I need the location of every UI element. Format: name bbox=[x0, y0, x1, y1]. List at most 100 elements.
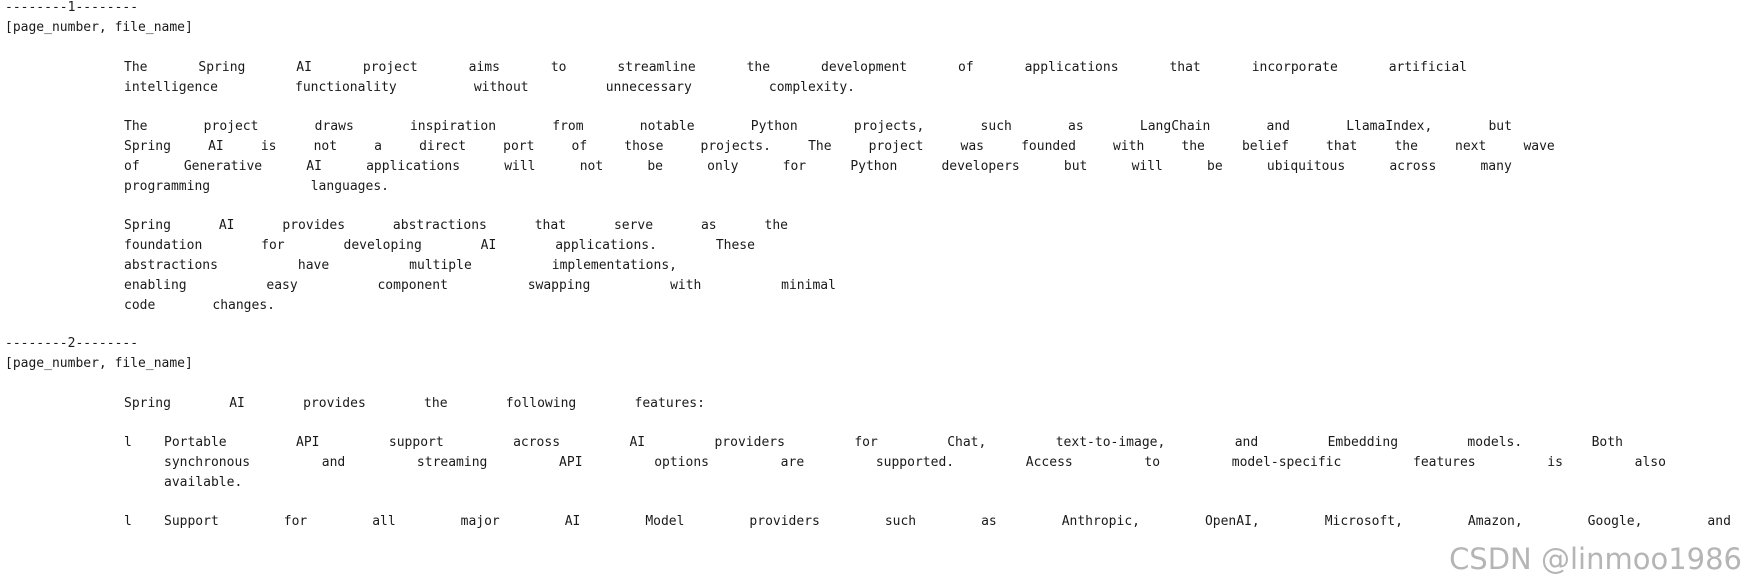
word: Microsoft, bbox=[1324, 514, 1403, 529]
word: Spring bbox=[124, 218, 171, 233]
word: without bbox=[473, 80, 529, 95]
list-bullet: l bbox=[124, 435, 132, 450]
word: The bbox=[124, 119, 148, 134]
word: as bbox=[981, 514, 997, 529]
word: Portable bbox=[164, 435, 227, 450]
word: languages. bbox=[310, 179, 389, 194]
word: complexity. bbox=[768, 80, 855, 95]
word: The bbox=[808, 139, 832, 154]
word: available. bbox=[164, 475, 243, 490]
word: providers bbox=[749, 514, 820, 529]
word: the bbox=[746, 60, 771, 75]
word: project bbox=[362, 60, 418, 75]
word: port bbox=[503, 139, 535, 154]
word: for bbox=[782, 159, 807, 174]
word: wave bbox=[1523, 139, 1555, 154]
word: abstractions bbox=[124, 258, 218, 273]
word: AI bbox=[208, 139, 224, 154]
word: Python bbox=[750, 119, 798, 134]
word: project bbox=[203, 119, 259, 134]
word: are bbox=[780, 455, 805, 470]
word: Embedding bbox=[1327, 435, 1399, 450]
word: and bbox=[321, 455, 346, 470]
csdn-watermark: CSDN @linmoo1986 bbox=[1449, 542, 1742, 576]
word: that bbox=[534, 218, 567, 233]
word: the bbox=[1181, 139, 1205, 154]
word: those bbox=[624, 139, 664, 154]
word: foundation bbox=[124, 238, 203, 253]
word: next bbox=[1455, 139, 1487, 154]
text-line: intelligence functionality without unnecess… bbox=[124, 78, 855, 98]
word: the bbox=[1394, 139, 1418, 154]
word: The bbox=[124, 60, 148, 75]
word: incorporate bbox=[1251, 60, 1338, 75]
word: inspiration bbox=[409, 119, 497, 134]
word: the bbox=[764, 218, 788, 233]
word: major bbox=[460, 514, 500, 529]
word: swapping bbox=[527, 278, 591, 293]
word: such bbox=[884, 514, 917, 529]
word: AI bbox=[480, 238, 497, 253]
word: OpenAI, bbox=[1204, 514, 1260, 529]
word: across bbox=[513, 435, 561, 450]
word: only bbox=[707, 159, 739, 174]
word: applications bbox=[1024, 60, 1119, 75]
word: Google, bbox=[1587, 514, 1643, 529]
word: Spring bbox=[124, 139, 171, 154]
word: applications. bbox=[555, 238, 657, 253]
word: is bbox=[1547, 455, 1563, 470]
word: functionality bbox=[295, 80, 397, 95]
metadata-header: [page_number, file_name] bbox=[5, 356, 193, 371]
word: was bbox=[960, 139, 985, 154]
word: abstractions bbox=[392, 218, 487, 233]
word: streaming bbox=[416, 455, 488, 470]
word: Amazon, bbox=[1467, 514, 1523, 529]
word: code bbox=[124, 298, 156, 313]
word: provides bbox=[303, 396, 366, 411]
word: Model bbox=[645, 514, 685, 529]
word: and bbox=[1234, 435, 1259, 450]
word: developers bbox=[941, 159, 1020, 174]
word: Access bbox=[1025, 455, 1073, 470]
word: to bbox=[1144, 455, 1161, 470]
word: ubiquitous bbox=[1266, 159, 1346, 174]
word: changes. bbox=[212, 298, 275, 313]
word: easy bbox=[266, 278, 298, 293]
word: These bbox=[715, 238, 755, 253]
word: Spring bbox=[198, 60, 246, 75]
word: of bbox=[958, 60, 974, 75]
word: projects. bbox=[700, 139, 771, 154]
word: development bbox=[821, 60, 908, 75]
word: a bbox=[374, 139, 382, 154]
word: AI bbox=[564, 514, 581, 529]
word: of bbox=[124, 159, 140, 174]
word: Anthropic, bbox=[1061, 514, 1140, 529]
word: LlamaIndex, bbox=[1346, 119, 1433, 134]
word: implementations, bbox=[551, 258, 677, 273]
word: project bbox=[868, 139, 924, 154]
word: models. bbox=[1467, 435, 1523, 450]
word: AI bbox=[296, 60, 312, 75]
word: intelligence bbox=[124, 80, 218, 95]
word: projects, bbox=[853, 119, 925, 134]
word: that bbox=[1169, 60, 1201, 75]
word: belief bbox=[1241, 139, 1289, 154]
word: as bbox=[700, 218, 717, 233]
word: text-to-image, bbox=[1055, 435, 1166, 450]
word: providers bbox=[714, 435, 785, 450]
word: is bbox=[260, 139, 277, 154]
word: with bbox=[670, 278, 702, 293]
word: AI bbox=[629, 435, 646, 450]
word: for bbox=[283, 514, 308, 529]
word: unnecessary bbox=[605, 80, 692, 95]
word: aims bbox=[468, 60, 500, 75]
word: streamline bbox=[617, 60, 696, 75]
word: Python bbox=[850, 159, 898, 174]
